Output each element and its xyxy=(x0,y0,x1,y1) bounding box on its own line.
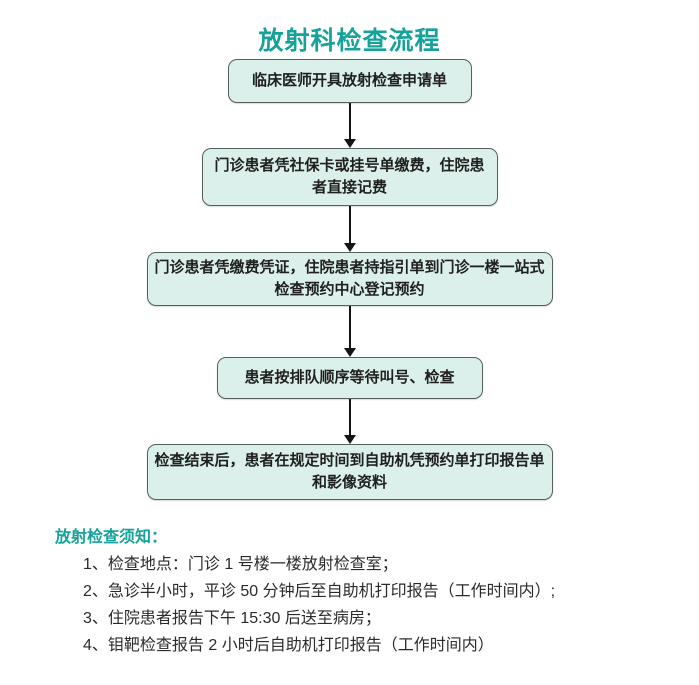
arrow-head xyxy=(343,139,356,148)
arrow-line xyxy=(348,206,351,243)
notes-item-mammography-report: 4、钼靶检查报告 2 小时后自助机打印报告（工作时间内） xyxy=(83,637,494,654)
arrow-head xyxy=(343,348,356,357)
notes-list: 1、检查地点：门诊 1 号楼一楼放射检查室； 2、急诊半小时，平诊 50 分钟后… xyxy=(55,551,669,659)
arrow-line xyxy=(348,306,351,348)
arrow-line xyxy=(348,399,351,435)
arrow-down-icon xyxy=(343,103,357,148)
flowchart: 临床医师开具放射检查申请单 门诊患者凭社保卡或挂号单缴费，住院患者直接记费 门诊… xyxy=(0,59,699,500)
arrow-head xyxy=(343,435,356,444)
arrow-head xyxy=(343,243,356,252)
flow-step-appointment-registration-label: 门诊患者凭缴费凭证，住院患者持指引单到门诊一楼一站式检查预约中心登记预约 xyxy=(154,259,545,298)
notes-item-report-time: 2、急诊半小时，平诊 50 分钟后至自助机打印报告（工作时间内）; xyxy=(83,583,556,600)
flow-step-appointment-registration: 门诊患者凭缴费凭证，住院患者持指引单到门诊一楼一站式检查预约中心登记预约 xyxy=(146,252,553,306)
notes-item-inpatient-report: 3、住院患者报告下午 15:30 后送至病房； xyxy=(83,610,381,627)
flow-step-request-form: 临床医师开具放射检查申请单 xyxy=(227,59,472,103)
flow-step-queue-exam-label: 患者按排队顺序等待叫号、检查 xyxy=(244,369,455,386)
flow-step-request-form-label: 临床医师开具放射检查申请单 xyxy=(251,72,447,89)
notes-heading: 放射检查须知： xyxy=(55,529,168,546)
flow-step-print-report-label: 检查结束后，患者在规定时间到自助机凭预约单打印报告单和影像资料 xyxy=(154,452,545,491)
arrow-down-icon xyxy=(343,306,357,357)
flow-step-payment: 门诊患者凭社保卡或挂号单缴费，住院患者直接记费 xyxy=(201,148,498,206)
flow-step-print-report: 检查结束后，患者在规定时间到自助机凭预约单打印报告单和影像资料 xyxy=(146,444,553,500)
flow-step-queue-exam: 患者按排队顺序等待叫号、检查 xyxy=(216,357,483,399)
notes-section: 放射检查须知： 1、检查地点：门诊 1 号楼一楼放射检查室； 2、急诊半小时，平… xyxy=(0,524,699,659)
page-title: 放射科检查流程 xyxy=(258,27,441,55)
flow-step-payment-label: 门诊患者凭社保卡或挂号单缴费，住院患者直接记费 xyxy=(214,157,485,196)
notes-item-location: 1、检查地点：门诊 1 号楼一楼放射检查室； xyxy=(83,556,398,573)
arrow-down-icon xyxy=(343,206,357,252)
arrow-down-icon xyxy=(343,399,357,444)
arrow-line xyxy=(348,103,351,139)
